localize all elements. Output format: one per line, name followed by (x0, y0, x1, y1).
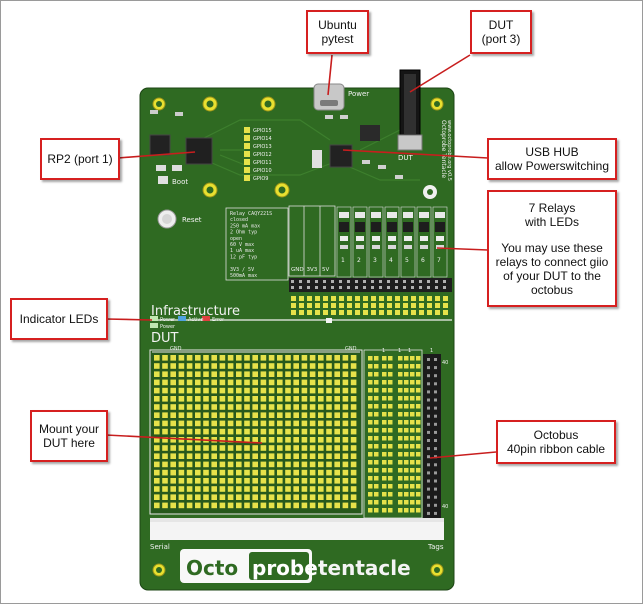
gpio-pad (244, 167, 250, 173)
gpio-pad (244, 135, 250, 141)
relay-spec-line: 1 uA max (230, 248, 254, 254)
relay-number: 3 (373, 257, 377, 264)
dut-power-led (150, 323, 158, 328)
svg-text:Octo: Octo (186, 556, 238, 580)
relay-spec-line: 500mA max (230, 273, 257, 279)
gpio-pad (244, 143, 250, 149)
gpio-pad (244, 159, 250, 165)
svg-text:www.octoprobe.org v0.5: www.octoprobe.org v0.5 (446, 120, 452, 181)
octobus-header (423, 354, 441, 522)
logo-tentacle: tentacle (318, 556, 411, 580)
dut-usb-connector (398, 70, 422, 150)
bus-pin-label-top: 40 (442, 360, 448, 366)
reset-button (158, 210, 176, 228)
gnd-label-left: GND (170, 346, 182, 352)
callout-dut-port: DUT(port 3) (470, 10, 532, 54)
relay-spec-line: 12 pF typ (230, 254, 257, 260)
boot-label: Boot (172, 178, 188, 186)
tags-label: Tags (427, 543, 444, 551)
bus-pin-label-bottom: 40 (442, 504, 448, 510)
boot-button (158, 176, 168, 184)
callout-indicator-leds: Indicator LEDs (10, 298, 108, 340)
relay-spec-line: 250 mA max (230, 223, 260, 229)
relay-spec-line: open (230, 236, 242, 242)
gpio-label: GPIO11 (253, 160, 272, 166)
side-text: Octoprobe Tentacle www.octoprobe.org v0.… (440, 120, 452, 181)
bus-number-1: 1 (382, 348, 385, 354)
gpio-pad (244, 127, 250, 133)
bus-number-3: 1 (408, 348, 411, 354)
gpio-pad (244, 175, 250, 181)
svg-text:probe: probe (252, 556, 318, 580)
gpio-label: GPIO15 (253, 128, 272, 134)
gpio-label: GPIO12 (253, 152, 272, 158)
reset-label: Reset (182, 216, 202, 224)
relay-spec-line: closed (230, 217, 248, 223)
relay-spec-line: 60 V max (230, 242, 254, 248)
power-label: Power (348, 90, 369, 98)
divider-marker (326, 318, 332, 323)
octoprobe-logo: Octo probe (180, 549, 318, 583)
gnd-label-right: GND (345, 346, 357, 352)
led-label-active: Active (188, 317, 203, 323)
gear-icon (423, 185, 437, 199)
relay-number: 1 (341, 257, 345, 264)
bus-number-2: 1 (398, 348, 401, 354)
rail-label: GND (291, 267, 304, 273)
led-label-error: Error (212, 317, 225, 323)
callout-rp2: RP2 (port 1) (40, 138, 120, 180)
callout-mount-dut: Mount yourDUT here (30, 410, 108, 462)
serial-label: Serial (150, 543, 170, 551)
dut-heading: DUT (151, 331, 179, 346)
relay-number: 7 (437, 257, 441, 264)
relay-number: 4 (389, 257, 393, 264)
bus-number-4: 1 (430, 348, 433, 354)
relay-number: 6 (421, 257, 425, 264)
relay-spec-line: 2 Ohm typ (230, 230, 257, 236)
callout-relays: 7 Relayswith LEDs You may use theserelay… (487, 190, 617, 307)
callout-octobus: Octobus40pin ribbon cable (496, 420, 616, 464)
relay-number: 2 (357, 257, 361, 264)
dut-power-label: Power (160, 324, 176, 330)
dut-connector-label: DUT (398, 154, 414, 162)
gpio-label: GPIO14 (253, 136, 272, 142)
svg-text:Octoprobe Tentacle: Octoprobe Tentacle (440, 120, 447, 178)
relay-number: 5 (405, 257, 409, 264)
gpio-label: GPIO10 (253, 168, 272, 174)
relay-spec-line: 3V3 / 5V (230, 267, 254, 273)
gpio-label: GPIO9 (253, 176, 268, 182)
gpio-pad (244, 151, 250, 157)
callout-usb-hub: USB HUBallow Powerswitching (487, 138, 617, 180)
rail-label: 5V (322, 267, 329, 273)
callout-ubuntu-pytest: Ubuntupytest (306, 10, 369, 54)
rail-labels: GND3V3 5V (291, 267, 329, 273)
led-label-power: Power (160, 317, 176, 323)
rail-label: 3V3 (307, 267, 318, 273)
gpio-label: GPIO13 (253, 144, 272, 150)
relay-spec-line: Relay CAQY221S (230, 211, 272, 217)
